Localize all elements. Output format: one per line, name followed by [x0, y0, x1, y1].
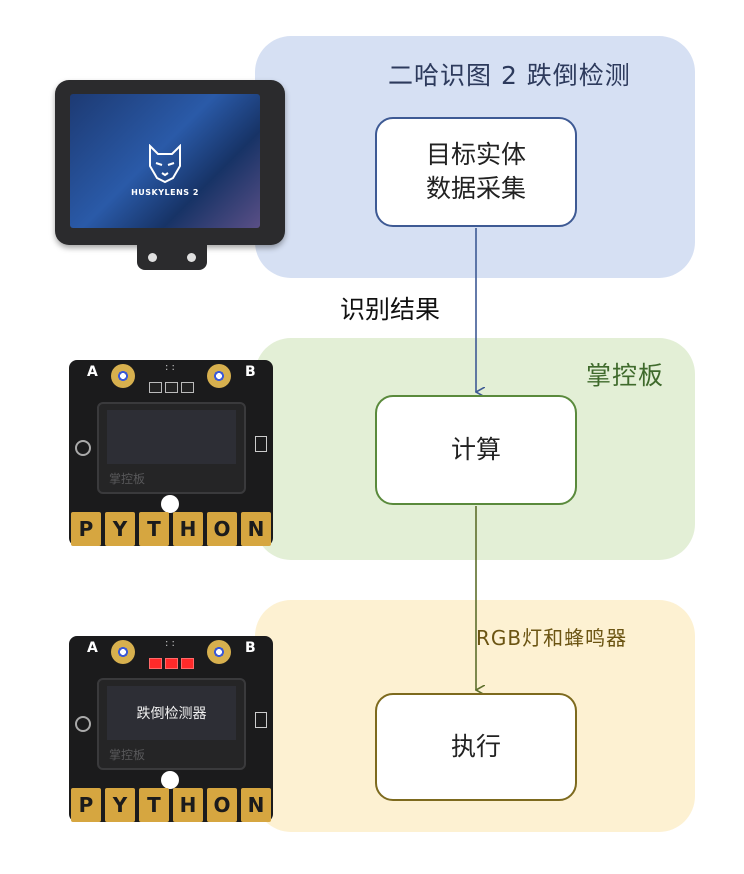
edge-letter: H [173, 512, 203, 546]
edge-letter: H [173, 788, 203, 822]
edge-label-recognition-result: 识别结果 [340, 295, 441, 324]
edge-letter: T [139, 512, 169, 546]
huskylens-device-image: HUSKYLENS 2 [55, 80, 285, 245]
huskylens-brand: HUSKYLENS 2 [131, 188, 199, 197]
box-execute: 执行 [375, 693, 577, 801]
huskylens-mount [137, 244, 207, 270]
pin-label-b: B [245, 640, 256, 656]
edge-letter: T [139, 788, 169, 822]
edge-connector: P Y T H O N [69, 512, 273, 546]
huskylens-screen: HUSKYLENS 2 [70, 94, 260, 228]
side-connector [255, 436, 267, 452]
oled-screen [107, 410, 236, 464]
usb-port: : : [165, 362, 175, 373]
touch-pad [207, 640, 231, 664]
side-button [75, 440, 91, 456]
rgb-led [165, 382, 178, 393]
mount-hole [187, 253, 196, 262]
edge-letter: P [71, 512, 101, 546]
mount-hole [161, 495, 179, 513]
touch-pad [111, 640, 135, 664]
rgb-led [149, 382, 162, 393]
rgb-led [181, 382, 194, 393]
edge-letter: O [207, 788, 237, 822]
controller-board-image: A B : : 跌倒检测器 掌控板 P Y T H O N [69, 636, 273, 822]
panel-title-controller: 掌控板 [586, 361, 665, 390]
touch-pad [111, 364, 135, 388]
side-connector [255, 712, 267, 728]
pin-label-a: A [87, 364, 98, 380]
box-data-collection: 目标实体 数据采集 [375, 117, 577, 227]
rgb-led-lit [165, 658, 178, 669]
usb-port: : : [165, 638, 175, 649]
oled-display [97, 402, 246, 494]
edge-letter: P [71, 788, 101, 822]
mount-hole [161, 771, 179, 789]
edge-letter: N [241, 788, 271, 822]
oled-screen-text: 跌倒检测器 [107, 686, 236, 740]
edge-connector: P Y T H O N [69, 788, 273, 822]
edge-letter: N [241, 512, 271, 546]
board-brand: 掌控板 [109, 472, 146, 486]
husky-logo-icon [149, 144, 181, 184]
box-compute: 计算 [375, 395, 577, 505]
edge-letter: O [207, 512, 237, 546]
panel-title-huskylens: 二哈识图 2 跌倒检测 [388, 61, 631, 90]
touch-pad [207, 364, 231, 388]
controller-board-image: A B : : 掌控板 P Y T H O N [69, 360, 273, 546]
edge-letter: Y [105, 788, 135, 822]
side-button [75, 716, 91, 732]
edge-letter: Y [105, 512, 135, 546]
oled-display: 跌倒检测器 [97, 678, 246, 770]
edge-label-rgb-buzzer: RGB灯和蜂鸣器 [476, 626, 628, 650]
rgb-led-lit [181, 658, 194, 669]
rgb-led-lit [149, 658, 162, 669]
mount-hole [148, 253, 157, 262]
pin-label-a: A [87, 640, 98, 656]
pin-label-b: B [245, 364, 256, 380]
board-brand: 掌控板 [109, 748, 146, 762]
